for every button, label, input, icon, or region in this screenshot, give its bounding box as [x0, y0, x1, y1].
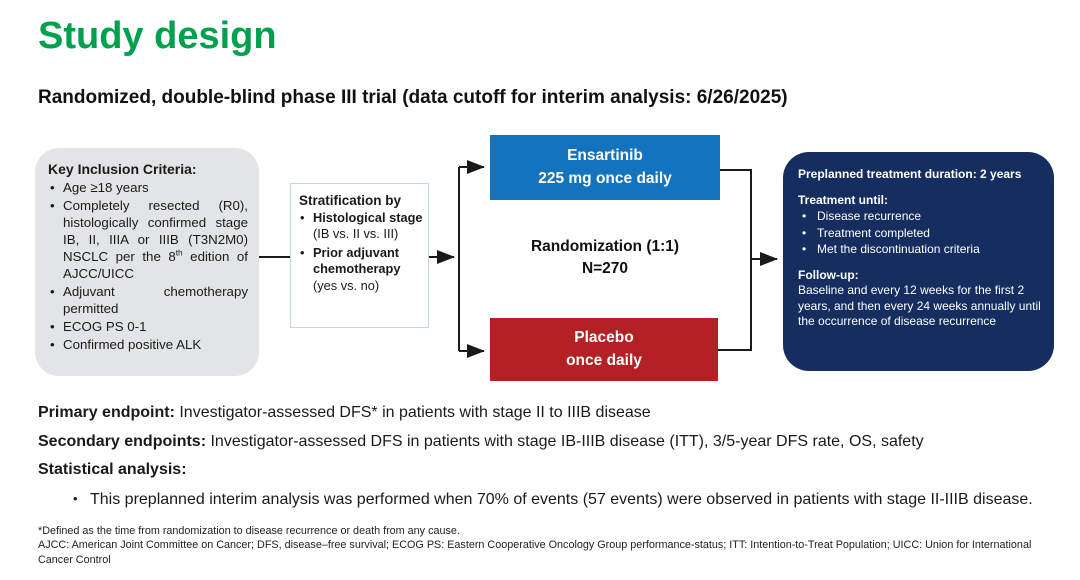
stratification-heading: Stratification by — [299, 193, 402, 208]
ensartinib-arm-box: Ensartinib 225 mg once daily — [490, 135, 720, 200]
statistical-analysis-bullet: • This preplanned interim analysis was pe… — [73, 491, 1033, 509]
stratification-item-stage: Histological stage (IB vs. II vs. III) — [299, 210, 423, 243]
randomization-n: N=270 — [581, 259, 629, 277]
randomization-ratio: Randomization (1:1) — [530, 238, 680, 255]
inclusion-item-alk: Confirmed positive ALK — [48, 336, 248, 353]
slide-subtitle: Randomized, double-blind phase III trial… — [38, 87, 788, 108]
treatment-until-item: Disease recurrence — [798, 209, 1041, 225]
placebo-arm-name: Placebo — [574, 329, 634, 347]
primary-endpoint-line: Primary endpoint: Investigator-assessed … — [38, 404, 651, 422]
footnote-dfs-definition: *Defined as the time from randomization … — [38, 525, 460, 537]
inclusion-criteria-box: Key Inclusion Criteria: Age ≥18 years Co… — [35, 148, 259, 376]
inclusion-criteria-heading: Key Inclusion Criteria: — [48, 161, 197, 177]
followup-text: Baseline and every 12 weeks for the firs… — [798, 283, 1041, 328]
secondary-endpoint-line: Secondary endpoints: Investigator-assess… — [38, 433, 924, 451]
inclusion-item-ecog: ECOG PS 0-1 — [48, 318, 248, 335]
treatment-duration-heading: Preplanned treatment duration: 2 years — [798, 167, 1022, 181]
stratification-box: Stratification by Histological stage (IB… — [290, 183, 429, 328]
ensartinib-arm-name: Ensartinib — [567, 147, 643, 165]
primary-endpoint-text: Investigator-assessed DFS* in patients w… — [174, 404, 651, 421]
randomization-label: Randomization (1:1) N=270 — [470, 236, 740, 279]
statistical-analysis-text: This preplanned interim analysis was per… — [90, 491, 1033, 508]
secondary-endpoint-label: Secondary endpoints: — [38, 433, 207, 450]
treatment-until-item: Treatment completed — [798, 226, 1041, 242]
superscript-th: th — [175, 248, 183, 258]
statistical-analysis-heading: Statistical analysis: — [38, 461, 187, 478]
placebo-arm-dose: once daily — [566, 351, 642, 369]
bullet-dot: • — [73, 491, 78, 506]
ensartinib-arm-dose: 225 mg once daily — [538, 169, 672, 187]
footnote-abbreviations: AJCC: American Joint Committee on Cancer… — [38, 539, 1032, 566]
inclusion-item-age: Age ≥18 years — [48, 179, 248, 196]
page-title: Study design — [38, 15, 277, 57]
treatment-until-heading: Treatment until: — [798, 193, 889, 208]
followup-heading: Follow-up: — [798, 268, 859, 283]
treatment-until-item: Met the discontinuation criteria — [798, 242, 1041, 258]
stratification-item-chemo: Prior adjuvant chemotherapy (yes vs. no) — [299, 245, 423, 294]
placebo-arm-box: Placebo once daily — [490, 318, 718, 381]
inclusion-item-chemo: Adjuvant chemotherapy permitted — [48, 283, 248, 317]
treatment-followup-box: Preplanned treatment duration: 2 years T… — [783, 152, 1054, 371]
primary-endpoint-label: Primary endpoint: — [38, 404, 175, 421]
footnotes: *Defined as the time from randomization … — [38, 524, 1038, 567]
secondary-endpoint-text: Investigator-assessed DFS in patients wi… — [206, 433, 924, 450]
inclusion-item-resected: Completely resected (R0), histologically… — [48, 197, 248, 282]
